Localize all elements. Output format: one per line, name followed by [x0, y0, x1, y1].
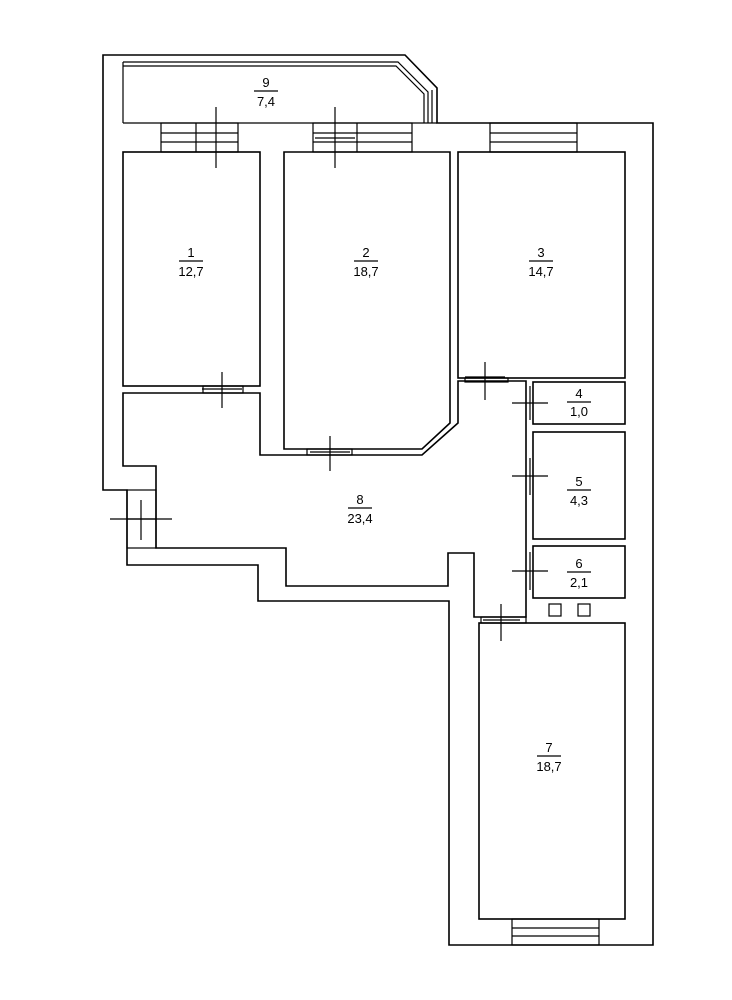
room-9-area: 7,4: [257, 94, 275, 109]
room-1-number: 1: [187, 245, 194, 260]
room-4-number: 4: [575, 386, 582, 401]
room-6-area: 2,1: [570, 575, 588, 590]
room-3-number: 3: [537, 245, 544, 260]
room-4-area: 1,0: [570, 404, 588, 419]
room-label-6: 6 2,1: [567, 556, 591, 590]
room-6-outline: [532, 545, 626, 599]
vent-shaft-right: [577, 603, 591, 617]
room-2-number: 2: [362, 245, 369, 260]
room-2-area: 18,7: [353, 264, 378, 279]
room-5-area: 4,3: [570, 493, 588, 508]
room-5-outline: [532, 431, 626, 540]
room-label-3: 3 14,7: [528, 245, 553, 279]
room-9-number: 9: [262, 75, 269, 90]
room-8-outline: [122, 380, 527, 618]
vent-shaft-left: [548, 603, 562, 617]
door-markers: [110, 107, 548, 641]
door-room-3: [464, 377, 509, 383]
window-room-7: [511, 918, 600, 946]
room-7-area: 18,7: [536, 759, 561, 774]
window-room-3: [489, 122, 578, 153]
room-2-outline: [283, 151, 451, 450]
room-label-2: 2 18,7: [353, 245, 378, 279]
balcony-9: [122, 61, 437, 124]
room-label-9: 9 7,4: [254, 75, 278, 109]
room-8-number: 8: [356, 492, 363, 507]
window-room-2: [312, 122, 413, 153]
room-label-5: 5 4,3: [567, 474, 591, 508]
room-label-8: 8 23,4: [347, 492, 372, 526]
room-6-number: 6: [575, 556, 582, 571]
room-5-number: 5: [575, 474, 582, 489]
room-8-area: 23,4: [347, 511, 372, 526]
room-1-area: 12,7: [178, 264, 203, 279]
window-room-1: [160, 122, 239, 153]
room-label-4: 4 1,0: [567, 386, 591, 419]
door-room-7: [480, 616, 527, 624]
room-3-area: 14,7: [528, 264, 553, 279]
room-label-1: 1 12,7: [178, 245, 203, 279]
room-label-7: 7 18,7: [536, 740, 561, 774]
room-7-number: 7: [545, 740, 552, 755]
